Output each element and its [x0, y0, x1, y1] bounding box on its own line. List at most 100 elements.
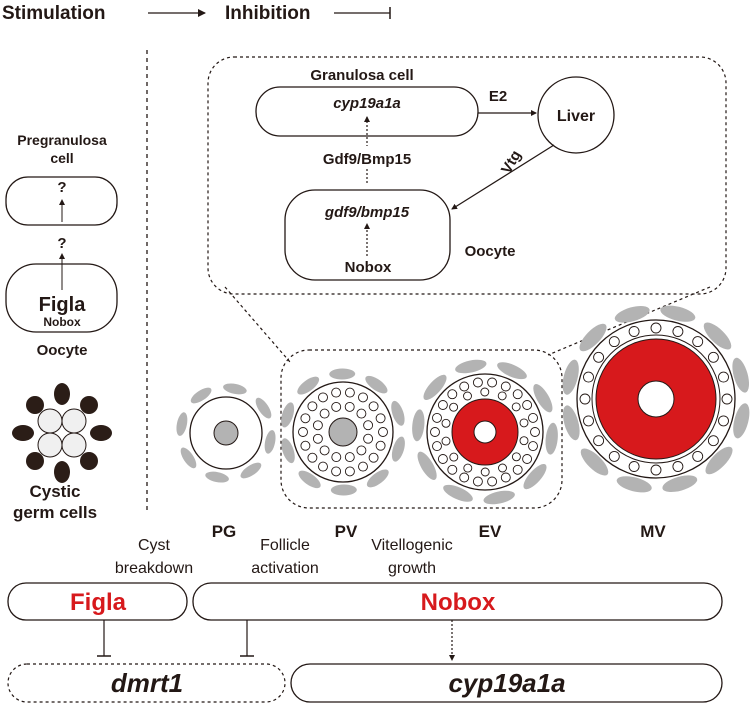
inset-panel: Granulosa cell cyp19a1a E2 Liver Vtg Gdf…	[207, 56, 727, 363]
ev-granulosa-cells	[412, 359, 558, 505]
cortical-vesicle	[356, 408, 367, 419]
pv-cortical-vesicles	[298, 387, 388, 477]
cortical-vesicle	[718, 415, 729, 427]
cortical-vesicle	[463, 391, 472, 401]
dmrt1-box	[7, 663, 286, 703]
legend-inhibition-label: Inhibition	[225, 3, 310, 24]
cortical-vesicle	[511, 402, 521, 412]
cortical-vesicle	[344, 387, 355, 398]
legend-stimulation-label: Stimulation	[2, 3, 105, 24]
stage-pv-label: PV	[335, 522, 358, 541]
cyp19a1a-box	[290, 663, 723, 703]
cortical-vesicle	[312, 420, 323, 431]
question-mark-top: ?	[57, 179, 66, 196]
granulosa-cell	[703, 322, 732, 350]
granulosa-cell	[391, 400, 405, 426]
gdf9-bmp15-protein-label: Gdf9/Bmp15	[323, 151, 411, 168]
mv-nucleus	[637, 380, 675, 418]
cortical-vesicle	[579, 393, 591, 405]
cortical-vesicle	[472, 476, 483, 487]
cortical-vesicle	[447, 464, 458, 475]
cortical-vesicle	[344, 401, 355, 412]
cortical-vesicle	[512, 389, 523, 400]
cortical-vesicle	[608, 450, 620, 462]
cortical-vesicle	[368, 452, 379, 463]
cortical-vesicle	[480, 387, 490, 397]
cortical-vesicle	[721, 393, 733, 405]
cortical-vesicle	[430, 427, 440, 437]
cortical-vesicle	[519, 436, 529, 446]
cortical-vesicle	[583, 371, 594, 383]
granulosa-cell	[205, 471, 229, 483]
cortical-vesicle	[459, 472, 470, 483]
cortical-vesicle	[583, 415, 594, 427]
granulosa-cell	[423, 374, 447, 400]
granulosa-cell	[365, 375, 388, 394]
granulosa-cell-box	[255, 86, 479, 137]
cortical-vesicle	[358, 461, 368, 472]
cortical-vesicle	[331, 387, 342, 398]
dmrt1-label: dmrt1	[111, 668, 183, 698]
cortical-vesicle	[318, 392, 328, 403]
granulosa-cell-label: Granulosa cell	[310, 67, 413, 84]
pregranulosa-cell-box	[5, 176, 118, 226]
vitellogenic-growth-label-1: Vitellogenic	[371, 537, 453, 554]
granulosa-cell	[281, 438, 295, 464]
granulosa-cell	[660, 305, 696, 322]
granulosa-cell	[443, 484, 473, 502]
question-mark-mid: ?	[57, 235, 66, 252]
granulosa-cell	[297, 376, 320, 395]
vitellogenic-growth-label-2: growth	[388, 560, 436, 577]
cortical-vesicle	[441, 436, 451, 446]
granulosa-cell	[545, 422, 558, 455]
granulosa-cell	[732, 357, 750, 393]
cortical-vesicle	[672, 461, 684, 472]
granulosa-cell	[733, 403, 750, 439]
granulosa-cell	[455, 359, 487, 374]
figla-label: Figla	[39, 294, 87, 316]
cortical-vesicle	[628, 326, 640, 337]
granulosa-cell	[240, 462, 262, 479]
cortical-vesicle	[331, 401, 342, 412]
cortical-vesicle	[707, 435, 719, 447]
cortical-vesicle	[432, 412, 442, 423]
granulosa-cell	[176, 412, 188, 436]
legend: Stimulation Inhibition	[2, 3, 391, 24]
liver-label: Liver	[557, 108, 595, 125]
granulosa-cell	[412, 409, 425, 442]
cortical-vesicle	[522, 400, 533, 410]
cortical-vesicle	[628, 461, 640, 472]
cortical-vesicle	[368, 401, 379, 412]
cortical-vesicle	[530, 427, 540, 437]
granulosa-cell	[579, 323, 607, 352]
cortical-vesicle	[312, 433, 323, 444]
granulosa-cell	[417, 451, 437, 480]
cortical-vesicle	[449, 402, 459, 412]
cortical-vesicle	[528, 441, 538, 452]
cortical-vesicle	[459, 381, 470, 392]
cortical-vesicle	[300, 413, 311, 424]
granulosa-cell	[264, 430, 276, 454]
mv-cortical-vesicles	[579, 322, 733, 476]
cortical-vesicle	[449, 452, 459, 462]
cystic-label-2: germ cells	[13, 503, 97, 522]
granulosa-cell	[190, 387, 212, 404]
cyp19a1a-gene-label: cyp19a1a	[333, 95, 401, 112]
cortical-vesicle	[608, 336, 620, 348]
gdf9-label-mask	[312, 146, 422, 168]
cortical-vesicle	[692, 450, 704, 462]
granulosa-cell	[562, 359, 579, 395]
cortical-vesicle	[498, 463, 507, 473]
pregranulosa-label-2: cell	[50, 150, 73, 166]
vtg-arrow	[451, 144, 555, 210]
cortical-vesicle	[363, 420, 374, 431]
nobox-inset-label: Nobox	[345, 259, 392, 276]
vtg-label: Vtg	[498, 148, 525, 177]
cortical-vesicle	[300, 440, 311, 451]
cyst-breakdown-label-1: Cyst	[138, 537, 171, 554]
cortical-vesicle	[593, 435, 605, 447]
cortical-vesicle	[318, 461, 328, 472]
cortical-vesicle	[437, 400, 448, 410]
follicle-activation-label-1: Follicle	[260, 537, 310, 554]
